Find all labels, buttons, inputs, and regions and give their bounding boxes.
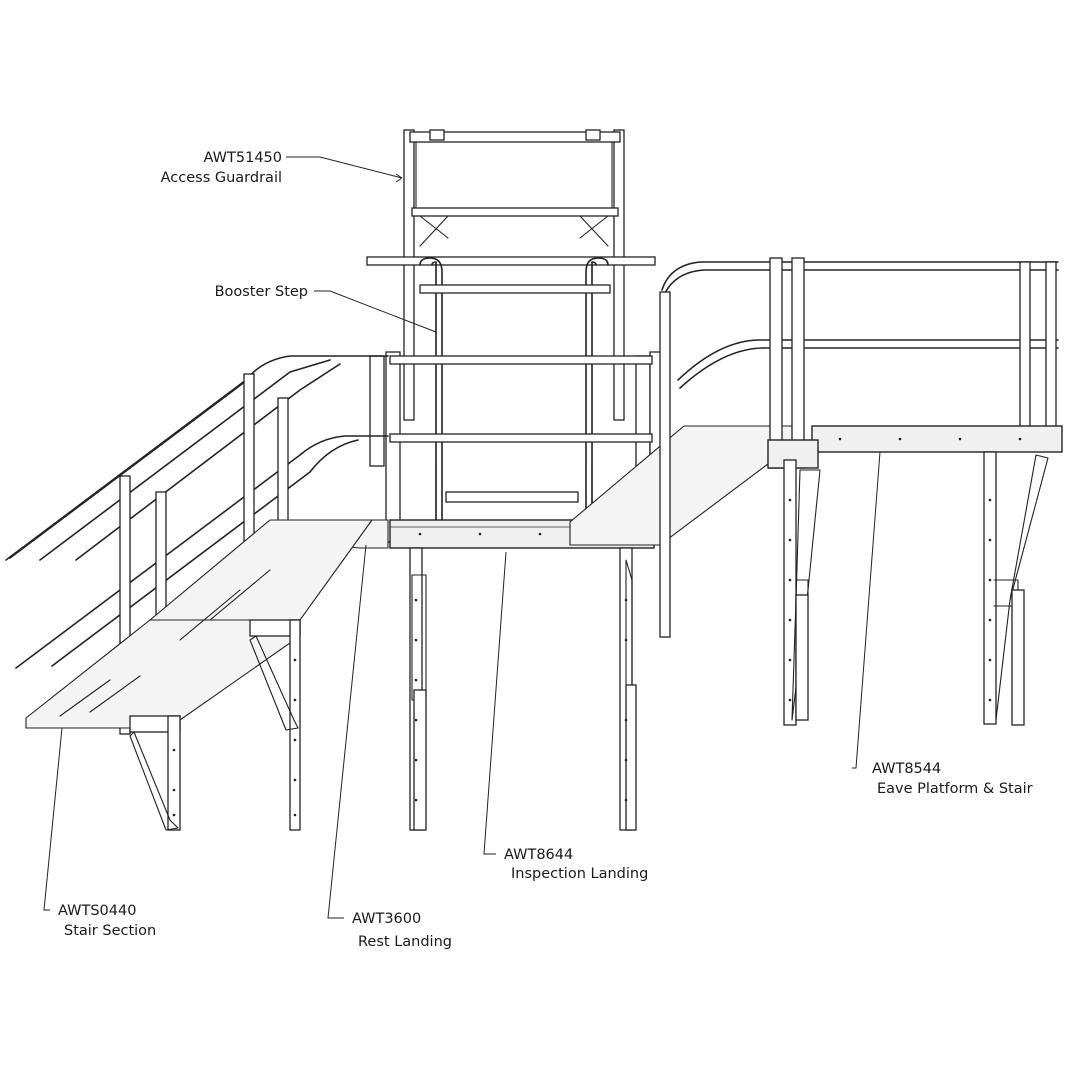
callout-description: Rest Landing <box>358 934 452 950</box>
access-guardrail-drawing <box>403 129 625 421</box>
callout-booster-step: Booster Step <box>215 284 308 300</box>
callout-description: Access Guardrail <box>161 170 282 186</box>
callout-access-guardrail: AWT51450 Access Guardrail <box>161 150 282 186</box>
callout-part-number: AWT3600 <box>352 911 421 927</box>
callout-eave-platform: AWT8544 Eave Platform & Stair <box>872 761 1033 797</box>
eave-platform-drawing <box>569 257 1063 726</box>
callout-part-number: AWT51450 <box>204 150 282 166</box>
stair-section-drawing <box>5 355 389 831</box>
callout-description: Booster Step <box>215 284 308 300</box>
callout-description: Stair Section <box>64 923 156 939</box>
callout-inspection-landing: AWT8644 Inspection Landing <box>504 847 648 882</box>
inspection-landing-drawing <box>369 351 663 831</box>
callout-part-number: AWT8644 <box>504 847 573 863</box>
callout-part-number: AWTS0440 <box>58 903 136 919</box>
leader-lines <box>43 156 881 919</box>
callout-rest-landing: AWT3600 Rest Landing <box>352 911 452 950</box>
callout-stair-section: AWTS0440 Stair Section <box>58 903 156 939</box>
callout-description: Inspection Landing <box>511 866 648 882</box>
callout-description: Eave Platform & Stair <box>877 781 1033 797</box>
callout-part-number: AWT8544 <box>872 761 941 777</box>
